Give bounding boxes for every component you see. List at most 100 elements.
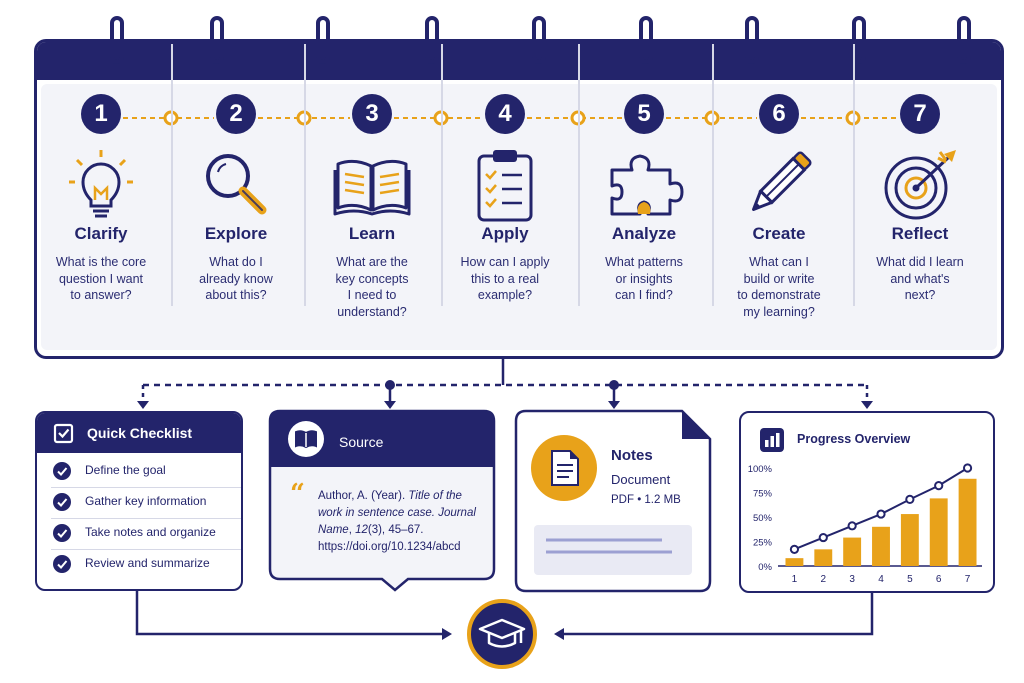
bar	[785, 558, 804, 566]
source-card: “	[268, 409, 496, 592]
step-title: Analyze	[611, 224, 677, 243]
line-point	[847, 521, 857, 531]
arrow-down-icon	[137, 401, 149, 409]
binder-ring	[425, 16, 439, 64]
citation-doi[interactable]: https://doi.org/10.1234/abcd	[318, 541, 461, 553]
graduation-cap-icon	[478, 618, 526, 648]
target-arrow-icon	[884, 150, 956, 220]
y-tick-label: 75%	[753, 489, 773, 500]
step-number: 6	[759, 94, 799, 134]
checklist-item[interactable]: Review and summarize	[51, 550, 241, 580]
x-tick-label: 5	[907, 574, 913, 585]
step-title: Create	[752, 224, 806, 243]
binder-ring	[210, 16, 224, 64]
y-tick-label: 0%	[758, 562, 772, 573]
citation-journal: Journal Name	[318, 507, 476, 536]
y-tick-label: 50%	[753, 513, 773, 524]
bar	[843, 537, 862, 566]
page-fold	[682, 411, 710, 439]
bar	[900, 514, 919, 566]
arrow-down-icon	[861, 401, 873, 409]
checklist-header: Quick Checklist	[37, 413, 241, 453]
bar	[872, 526, 890, 566]
flow-to-cap-right	[560, 592, 874, 636]
step-divider	[171, 44, 173, 306]
citation-sep: ,	[348, 524, 356, 536]
flow-lines	[135, 359, 874, 636]
step-question: What do I already know about this?	[199, 255, 273, 302]
binder-ring	[532, 16, 546, 64]
line-point	[962, 463, 973, 473]
notes-subtitle: Document	[611, 472, 671, 487]
y-tick-label: 100%	[748, 464, 773, 475]
step-title: Clarify	[74, 224, 128, 243]
junction-dot	[609, 380, 619, 390]
arrow-down-icon	[384, 401, 396, 409]
checklist-item[interactable]: Define the goal	[51, 457, 241, 488]
pencil-icon	[752, 151, 812, 211]
bar	[814, 549, 833, 566]
step-divider	[712, 44, 714, 306]
progress-card: Progress Overview	[739, 411, 995, 593]
step-divider	[441, 44, 443, 306]
checklist-item[interactable]: Take notes and organize	[51, 519, 241, 550]
step-number: 4	[485, 94, 525, 134]
check-circle-icon	[53, 493, 71, 511]
board-panel	[41, 84, 997, 350]
lightbulb-icon	[69, 150, 133, 218]
x-tick-label: 6	[936, 574, 942, 585]
check-circle-icon	[53, 555, 71, 573]
flow-arrowheads	[137, 380, 873, 640]
line-point	[876, 509, 886, 519]
steps-board	[34, 39, 1004, 359]
step-question: What is the core question I want to answ…	[55, 255, 147, 302]
step-number: 1	[81, 94, 121, 134]
step-divider	[853, 44, 855, 306]
checklist-item-label: Define the goal	[85, 463, 166, 477]
step-number: 7	[900, 94, 940, 134]
step-number: 5	[624, 94, 664, 134]
line-point	[789, 544, 800, 554]
source-header	[270, 411, 494, 467]
line-point	[905, 494, 915, 504]
board-header	[37, 42, 1001, 80]
arrow-right-icon	[442, 628, 452, 640]
step-divider	[578, 44, 580, 306]
binder-ring	[110, 16, 124, 64]
source-citation: Author, A. (Year). Title of the work in …	[318, 488, 478, 556]
step-title: Apply	[481, 224, 529, 243]
checkbox-icon	[53, 423, 74, 444]
x-tick-label: 3	[849, 574, 855, 585]
step-question: How can I apply this to a real example?	[460, 255, 550, 302]
bar	[929, 498, 948, 566]
checklist-item-label: Take notes and organize	[85, 525, 216, 539]
bar	[958, 478, 977, 566]
x-tick-label: 2	[821, 574, 827, 585]
open-book-icon	[333, 159, 411, 216]
puzzle-piece-icon	[610, 154, 684, 216]
arrow-down-icon	[608, 401, 620, 409]
notes-card[interactable]	[514, 409, 714, 595]
binder-ring	[316, 16, 330, 64]
checklist-title: Quick Checklist	[87, 425, 193, 441]
step-question: What are the key concepts I need to unde…	[335, 255, 409, 319]
step-question: What did I learn and what's next?	[876, 255, 964, 302]
y-tick-label: 25%	[753, 538, 773, 549]
checklist-item-label: Review and summarize	[85, 556, 210, 570]
check-circle-icon	[53, 462, 71, 480]
arrow-left-icon	[554, 628, 564, 640]
citation-title: Title of the work in sentence case.	[318, 490, 462, 519]
citation-issue: (3), 45–67.	[367, 524, 424, 536]
step-number: 3	[352, 94, 392, 134]
notes-meta: PDF • 1.2 MB	[611, 494, 681, 506]
checklist-item[interactable]: Gather key information	[51, 488, 241, 519]
step-title: Learn	[348, 224, 396, 243]
checklist-card: Quick Checklist Define the goal Gather k…	[35, 411, 243, 591]
x-tick-label: 4	[878, 574, 884, 585]
step-question: What can I build or write to demonstrate…	[737, 255, 821, 319]
